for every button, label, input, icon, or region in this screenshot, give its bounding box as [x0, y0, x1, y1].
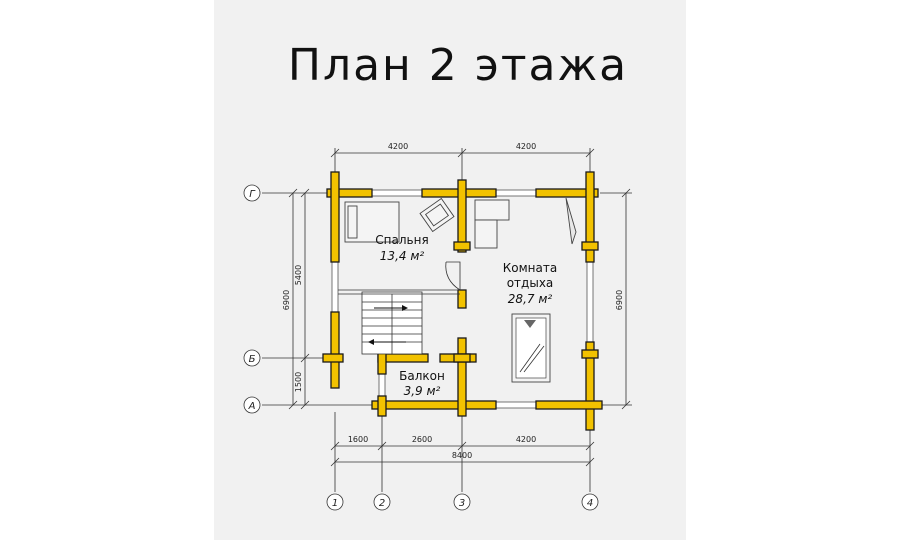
dim-top-right: 4200 — [516, 142, 536, 151]
bed — [344, 201, 400, 243]
log-walls — [322, 171, 603, 431]
svg-text:Б: Б — [249, 354, 256, 365]
axis-marker-row-b: Б — [243, 349, 261, 367]
tv-stand — [565, 197, 577, 245]
room-name-balcony: Балкон — [399, 369, 445, 383]
armchair-bedroom — [419, 197, 455, 233]
dimension-lines — [262, 148, 632, 492]
dim-top-left: 4200 — [388, 142, 408, 151]
staircase — [338, 289, 460, 355]
svg-text:1: 1 — [332, 498, 338, 509]
page-title: План 2 этажа — [288, 40, 628, 91]
axis-marker-col-2: 2 — [373, 493, 391, 511]
room-name-bedroom: Спальня — [375, 233, 428, 247]
door-bedroom — [445, 261, 461, 291]
dim-bottom-seg2: 2600 — [412, 435, 432, 444]
axis-marker-row-g: Г — [243, 184, 261, 202]
svg-text:Г: Г — [249, 189, 256, 200]
axis-marker-col-1: 1 — [326, 493, 344, 511]
svg-text:4: 4 — [587, 498, 593, 509]
svg-text:3: 3 — [459, 498, 465, 509]
dim-bottom-seg3: 4200 — [516, 435, 536, 444]
svg-text:А: А — [248, 401, 256, 412]
dim-right-outer: 6900 — [615, 290, 624, 310]
dim-left-outer: 6900 — [282, 290, 291, 310]
room-area-lounge: 28,7 м² — [508, 292, 553, 306]
svg-text:2: 2 — [379, 498, 385, 509]
axis-marker-row-a: А — [243, 396, 261, 414]
sofa — [474, 199, 510, 249]
dim-bottom-total: 8400 — [452, 451, 472, 460]
room-area-balcony: 3,9 м² — [404, 384, 441, 398]
dim-left-lower: 1500 — [294, 372, 303, 392]
room-name-lounge-line2: отдыха — [507, 276, 554, 290]
billiard-table — [511, 313, 551, 383]
dim-bottom-seg1: 1600 — [348, 435, 368, 444]
room-area-bedroom: 13,4 м² — [380, 249, 425, 263]
axis-marker-col-3: 3 — [453, 493, 471, 511]
room-name-lounge-line1: Комната — [503, 261, 557, 275]
axis-marker-col-4: 4 — [581, 493, 599, 511]
dim-left-upper: 5400 — [294, 265, 303, 285]
